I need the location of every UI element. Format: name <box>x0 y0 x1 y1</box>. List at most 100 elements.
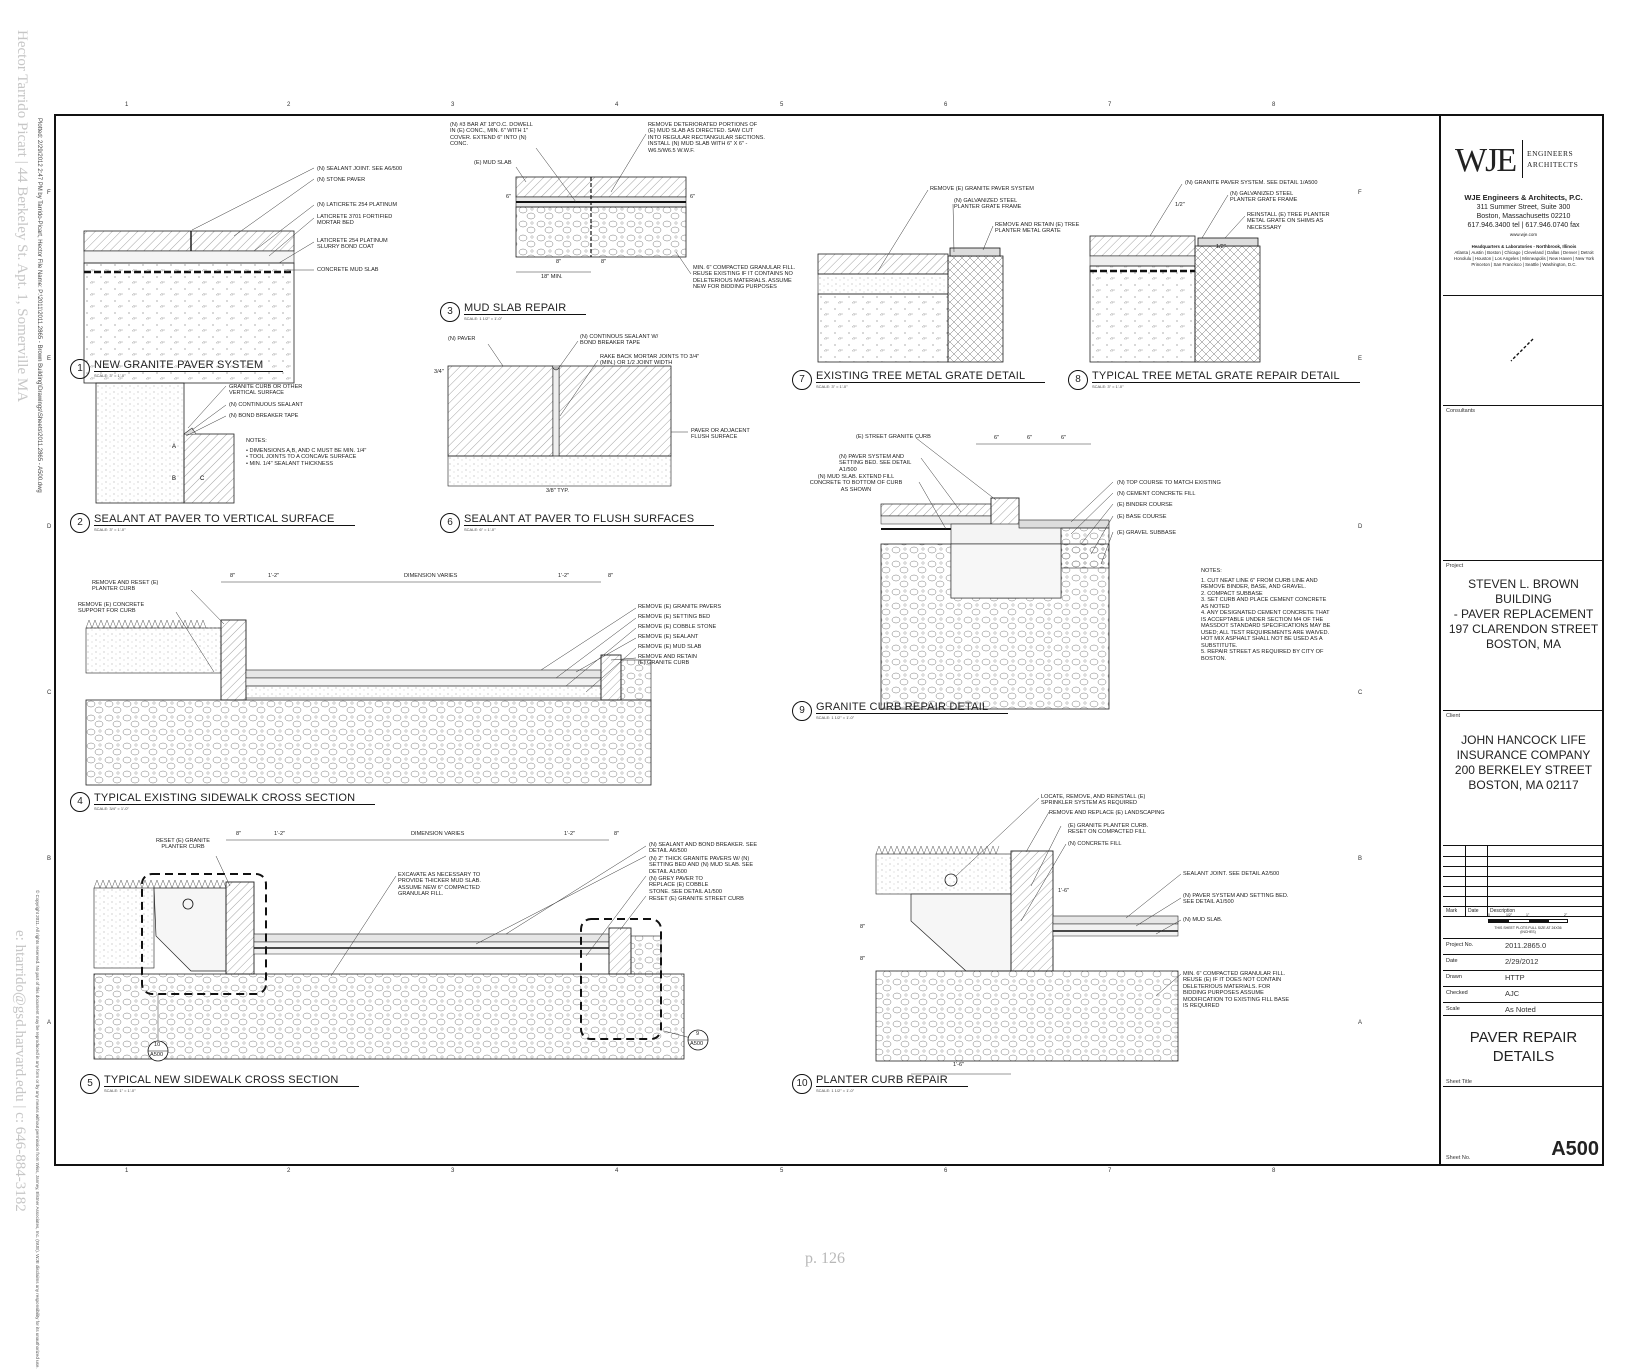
checked-value: AJC <box>1505 989 1520 998</box>
scale-tick-1: 1/2" <box>1506 913 1513 917</box>
scale-label: Scale <box>1446 1006 1460 1012</box>
project-line-0: STEVEN L. BROWN BUILDING <box>1468 577 1579 606</box>
seal-mark <box>1510 338 1534 362</box>
detail-7-drawing <box>817 189 1004 363</box>
detail-1-number: 1 <box>70 359 90 379</box>
d3-note-4: 18" MIN. <box>541 274 563 280</box>
project-no-label: Project No. <box>1446 942 1474 948</box>
firm-address-2: Boston, Massachusetts 02210 <box>1476 213 1571 220</box>
d9-left-note-0: (E) STREET GRANITE CURB <box>856 434 931 440</box>
scale-bar-note: THIS SHEET PLOTS FULL SIZE AT 24X36 (INC… <box>1494 926 1562 934</box>
grid-column-1: 1 <box>125 102 129 108</box>
drawn-value: HTTP <box>1505 973 1525 982</box>
detail-3-number: 3 <box>440 302 460 322</box>
detail-1-title: 1 NEW GRANITE PAVER SYSTEM SCALE: 3" = 1… <box>70 359 284 379</box>
d6-note-1: (N) CONTINOUS SEALANT W/ BOND BREAKER TA… <box>580 334 659 347</box>
d9-notes-item-2: 3. SET CURB AND PLACE CEMENT CONCRETE AS… <box>1201 597 1327 610</box>
checked-label: Checked <box>1446 990 1468 996</box>
d3-note-3: MIN. 6" COMPACTED GRANULAR FILL. REUSE E… <box>693 265 796 291</box>
dim-b: B <box>172 476 176 482</box>
d10-dim-2: 8" <box>860 956 866 962</box>
detail-5: 10 A500 9 A500 RESET (E) GRANITE PLANTER… <box>86 816 766 1066</box>
d3-note-1: (E) MUD SLAB <box>474 160 512 166</box>
project-line-1: - PAVER REPLACEMENT <box>1453 607 1594 621</box>
detail-3-drawing <box>515 133 692 275</box>
d4-dim-2: DIMENSION VARIES <box>404 573 458 579</box>
d2-notes-text-1: TOOL JOINTS TO A CONCAVE SURFACE <box>249 454 357 460</box>
detail-1: (N) SEALANT JOINT. SEE A6/500 (N) STONE … <box>83 166 414 386</box>
d10-right-note-3: MIN. 6" COMPACTED GRANULAR FILL. REUSE (… <box>1183 971 1290 1010</box>
revision-table: Mark Date Description <box>1443 846 1604 926</box>
d2-notes-item-1: • TOOL JOINTS TO A CONCAVE SURFACE <box>246 454 357 460</box>
firm-web: www.wje.com <box>1509 232 1538 237</box>
row-project-no: Project No.2011.2865.0 <box>1443 938 1604 951</box>
detail-3-title: 3 MUD SLAB REPAIR SCALE: 1 1/2" = 1'-0" <box>440 302 587 322</box>
d6-note-0: (N) PAVER <box>448 336 476 342</box>
d9-notes-text-4: REPAIR STREET AS REQUIRED BY CITY OF BOS… <box>1201 649 1324 662</box>
dim-a: A <box>172 444 176 450</box>
firm-info: WJE Engineers & Architects, P.C. 311 Sum… <box>1443 193 1604 239</box>
d9-right-note-2: (E) BINDER COURSE <box>1117 502 1173 508</box>
row-drawn: Drawn HTTP <box>1443 970 1604 983</box>
d9-dim-2: 6" <box>1061 435 1067 441</box>
detail-10-title: 10 PLANTER CURB REPAIR SCALE: 1 1/2" = 1… <box>792 1074 968 1094</box>
sheet-title-line-0: PAVER REPAIR <box>1469 1029 1578 1046</box>
d4-right-note-1: REMOVE (E) SETTING BED <box>638 614 711 620</box>
margin-watermark-name: Hector Tarrido Picart | 44 Berkeley St. … <box>14 30 30 403</box>
detail-8-scale: SCALE: 3" = 1'-0" <box>1092 384 1124 389</box>
rev-col-divider <box>1465 846 1466 916</box>
d7-note-0: REMOVE (E) GRANITE PAVER SYSTEM <box>930 186 1034 192</box>
detail-5-drawing <box>93 839 709 1062</box>
detail-4-drawing <box>85 581 652 786</box>
d10-top-note-2: (E) GRANITE PLANTER CURB. RESET ON COMPA… <box>1068 823 1149 836</box>
d3-note-7: 6" <box>506 194 512 200</box>
detail-10-number: 10 <box>792 1074 812 1094</box>
grid-column-7: 7 <box>1108 102 1112 108</box>
d4-right-note-0: REMOVE (E) GRANITE PAVERS <box>638 604 722 610</box>
d4-right-note-4: REMOVE (E) MUD SLAB <box>638 644 702 650</box>
firm-name: WJE Engineers & Architects, P.C. <box>1464 193 1583 202</box>
d9-notes-text-0: CUT NEAT LINE 6" FROM CURB LINE AND REMO… <box>1201 577 1318 591</box>
d5-right-note-1: (N) 2" THICK GRANITE PAVERS W/ (N) SETTI… <box>649 856 754 875</box>
grid-row-C: C <box>47 690 52 696</box>
d9-right-note-4: (E) GRAVEL SUBBASE <box>1117 530 1177 536</box>
d4-dim-3: 1'-2" <box>558 573 570 579</box>
logo-sub-1: ENGINEERS <box>1527 149 1574 158</box>
detail-9-scale: SCALE: 1 1/2" = 1'-0" <box>816 715 855 720</box>
drawn-label: Drawn <box>1446 974 1462 980</box>
d5-right-note-2: (N) GREY PAVER TO REPLACE (E) COBBLE STO… <box>649 876 722 895</box>
d9-left-note-1: (N) PAVER SYSTEM AND SETTING BED. SEE DE… <box>839 454 912 473</box>
detail-2: A B C GRANITE CURB OR OTHER VERTICAL SUR… <box>95 378 426 508</box>
detail-6-title: 6 SEALANT AT PAVER TO FLUSH SURFACES SCA… <box>440 513 715 533</box>
d3-note-8: 6" <box>690 194 696 200</box>
d6-note-3: PAVER OR ADJACENT FLUSH SURFACE <box>691 428 750 441</box>
detail-1-name: NEW GRANITE PAVER SYSTEM <box>94 359 284 372</box>
client-line-0: JOHN HANCOCK LIFE <box>1461 733 1586 747</box>
sheet-title: PAVER REPAIR DETAILS <box>1443 1028 1604 1066</box>
sheet-no-label: Sheet No. <box>1446 1155 1471 1161</box>
detail-2-number: 2 <box>70 513 90 533</box>
detail-9-title: 9 GRANITE CURB REPAIR DETAIL SCALE: 1 1/… <box>792 701 1009 721</box>
d3-note-2: REMOVE DETERIORATED PORTIONS OF (E) MUD … <box>648 122 765 154</box>
grid-column-5: 5 <box>780 1168 784 1174</box>
detail-5-name: TYPICAL NEW SIDEWALK CROSS SECTION <box>104 1074 359 1087</box>
detail-8: (N) GRANITE PAVER SYSTEM. SEE DETAIL 1/A… <box>1089 174 1430 364</box>
d6-note-5: 3/4" <box>434 369 444 375</box>
detail-6-scale: SCALE: 6" = 1'-0" <box>464 527 496 532</box>
grid-column-2: 2 <box>287 1168 291 1174</box>
project-line-3: BOSTON, MA <box>1485 637 1562 651</box>
d2-notes: NOTES: • DIMENSIONS A,B, AND C MUST BE M… <box>246 438 366 467</box>
rev-line <box>1443 896 1604 897</box>
grid-row-B: B <box>47 856 52 862</box>
detail-9-number: 9 <box>792 701 812 721</box>
logo-divider <box>1522 140 1523 178</box>
d4-left-note-0: REMOVE AND RESET (E) PLANTER CURB <box>92 580 159 593</box>
d9-dim-1: 6" <box>1027 435 1033 441</box>
d1-note-3: LATICRETE 3701 FORTIFIED MORTAR BED <box>317 214 393 227</box>
d9-notes-item-1: 2. COMPACT SUBBASE <box>1201 590 1263 597</box>
copyright-notice: © Copyright 2011. All rights reserved. N… <box>35 890 40 1369</box>
row-checked: Checked AJC <box>1443 986 1604 999</box>
grid-column-4: 4 <box>615 102 619 108</box>
detail-7: REMOVE (E) GRANITE PAVER SYSTEM (N) GALV… <box>817 186 1079 366</box>
